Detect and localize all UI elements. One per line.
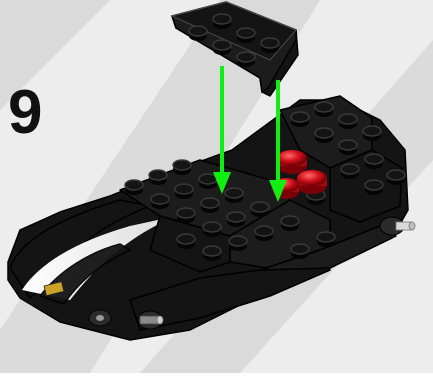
stud (226, 211, 246, 227)
stud (124, 179, 144, 195)
stud (176, 207, 196, 223)
placement-arrow-right (269, 80, 287, 202)
stud (338, 113, 358, 129)
stud (364, 179, 384, 195)
stud (202, 245, 222, 261)
stud (316, 231, 336, 247)
stud (236, 27, 256, 43)
stud (362, 125, 382, 141)
stud (176, 233, 196, 249)
stud (172, 159, 192, 175)
stud (198, 173, 218, 189)
stud (254, 225, 274, 241)
stud (174, 183, 194, 199)
wedge-plate-piece (170, 1, 299, 97)
front-wheel-axle (137, 310, 164, 330)
car-chassis (7, 95, 416, 341)
stud (314, 101, 334, 117)
chassis-studs (124, 101, 406, 261)
stud (290, 243, 310, 259)
stud (338, 139, 358, 155)
stud (212, 13, 232, 29)
stud (260, 37, 280, 53)
stud (364, 153, 384, 169)
stud (228, 235, 248, 251)
placement-arrow-left (213, 66, 231, 194)
stud (280, 215, 300, 231)
stud (340, 163, 360, 179)
stud (386, 169, 406, 185)
left-wheel-axle (88, 309, 112, 327)
stud (212, 39, 232, 55)
stud (202, 221, 222, 237)
rear-wheel-axle (379, 216, 416, 236)
wedge-studs (188, 13, 280, 67)
stud (188, 25, 208, 41)
stud (150, 193, 170, 209)
stud (236, 51, 256, 67)
stud (224, 187, 244, 203)
step-number: 9 (8, 78, 42, 147)
stud (148, 169, 168, 185)
stud (290, 111, 310, 127)
stud (314, 127, 334, 143)
red-round-studs (273, 150, 327, 199)
stud (200, 197, 220, 213)
placement-arrows (213, 66, 287, 202)
gold-decal (43, 281, 65, 297)
stud (250, 201, 270, 217)
